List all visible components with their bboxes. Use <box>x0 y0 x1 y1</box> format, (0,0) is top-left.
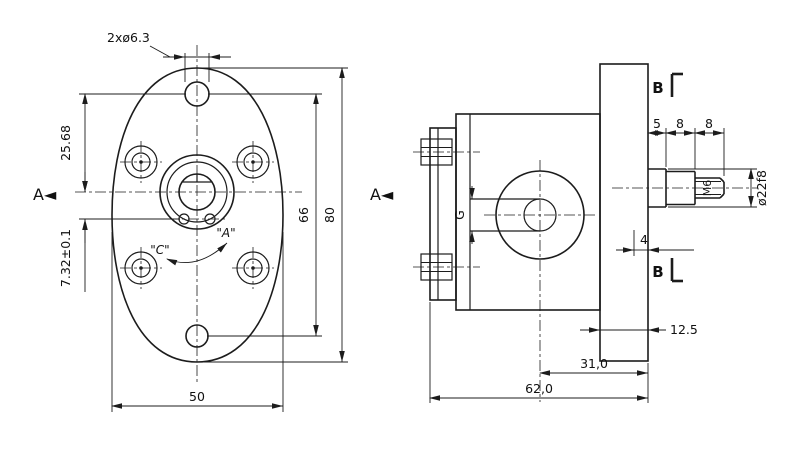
dim-hole-spacing-label: 66 <box>296 207 311 223</box>
pin-hole-right <box>204 213 216 225</box>
bolt-bottom-right <box>232 247 274 289</box>
dim-hole-spacing: 66 <box>207 93 322 337</box>
mounting-flange <box>599 63 649 362</box>
dim-center-to-face-label: 31,0 <box>580 356 608 371</box>
boss-outer-circle <box>159 154 235 230</box>
dim-spigot-label: 4 <box>640 232 648 247</box>
dim-shaft-step3-label: 8 <box>705 116 713 131</box>
dim-shaft-offset-label: 7.32±0.1 <box>58 229 73 287</box>
bolt-socket <box>243 152 263 172</box>
hex-nut-bottom <box>420 253 453 281</box>
bolt-center <box>251 160 255 164</box>
body-housing <box>455 113 601 311</box>
rotation-indicator: "C" "A" <box>150 226 236 266</box>
bolt-top-right <box>232 141 274 183</box>
shaft-boss <box>159 154 235 230</box>
hex-nut-top <box>420 138 453 166</box>
bolt-top-left <box>120 141 162 183</box>
bolt-head <box>124 145 158 179</box>
bolt-head <box>236 251 270 285</box>
boss-pilot-circle <box>166 161 228 223</box>
dim-hole-to-shaft: 25.68 <box>58 93 186 192</box>
dim-width: 50 <box>111 232 284 412</box>
dim-total-length-label: 62,0 <box>525 381 553 396</box>
bolt-bottom-left <box>120 247 162 289</box>
section-marker-b-top: B <box>652 72 683 97</box>
dim-total-length: 62,0 <box>429 302 649 403</box>
dim-width-label: 50 <box>189 389 205 404</box>
front-view: 2xø6.3 25.68 7.32±0.1 66 80 <box>33 30 348 412</box>
dim-total-height-label: 80 <box>322 207 337 223</box>
bolt-head <box>236 145 270 179</box>
leader-line <box>149 45 171 58</box>
bolt-socket <box>243 258 263 278</box>
dim-shaft-diameter-label: ø22f8 <box>754 170 769 206</box>
dim-shaft-step2-label: 8 <box>676 116 684 131</box>
dim-port: G <box>452 186 475 244</box>
view-arrow-a-front: A◄ <box>33 185 57 204</box>
section-label-b-bottom: B <box>652 263 663 281</box>
bolt-socket <box>131 258 151 278</box>
bolt-socket <box>131 152 151 172</box>
section-marker-b-bottom: B <box>652 258 683 283</box>
rotation-label-c: "C" <box>150 243 169 257</box>
bolt-head <box>124 251 158 285</box>
dim-center-to-face: 31,0 <box>539 356 649 380</box>
dim-shaft-diameter: ø22f8 <box>668 168 769 208</box>
thread-label: M6 <box>701 180 714 197</box>
drive-shaft: M6 <box>648 168 725 208</box>
dim-hole-to-shaft-label: 25.68 <box>58 125 73 161</box>
hole-callout-label: 2xø6.3 <box>107 30 150 45</box>
dim-shaft-offset: 7.32±0.1 <box>58 172 180 292</box>
dim-flange-thickness-label: 12.5 <box>670 322 698 337</box>
side-centerlines <box>413 151 758 402</box>
bolt-center <box>251 266 255 270</box>
pump-body <box>429 63 649 362</box>
bolt-center <box>139 266 143 270</box>
dim-flange-thickness: 12.5 <box>580 322 698 337</box>
port-label: G <box>452 210 467 220</box>
side-view: M6 B B 5 8 8 ø22f8 <box>370 63 769 403</box>
rotation-label-a: "A" <box>216 226 235 240</box>
dim-hole-callout: 2xø6.3 <box>107 30 231 82</box>
gear-bore <box>470 170 585 260</box>
view-arrow-a-side: A◄ <box>370 185 394 204</box>
gear-circle <box>495 170 585 260</box>
dim-shaft-steps: 5 8 8 <box>647 116 725 176</box>
dim-total-height: 80 <box>200 67 348 363</box>
flange-outline <box>111 67 284 363</box>
front-centerlines <box>75 45 302 385</box>
bolt-center <box>139 160 143 164</box>
dim-spigot: 4 <box>616 230 694 256</box>
dim-shaft-step1-label: 5 <box>653 116 661 131</box>
rotation-arc <box>166 242 228 266</box>
section-label-b-top: B <box>652 79 663 97</box>
